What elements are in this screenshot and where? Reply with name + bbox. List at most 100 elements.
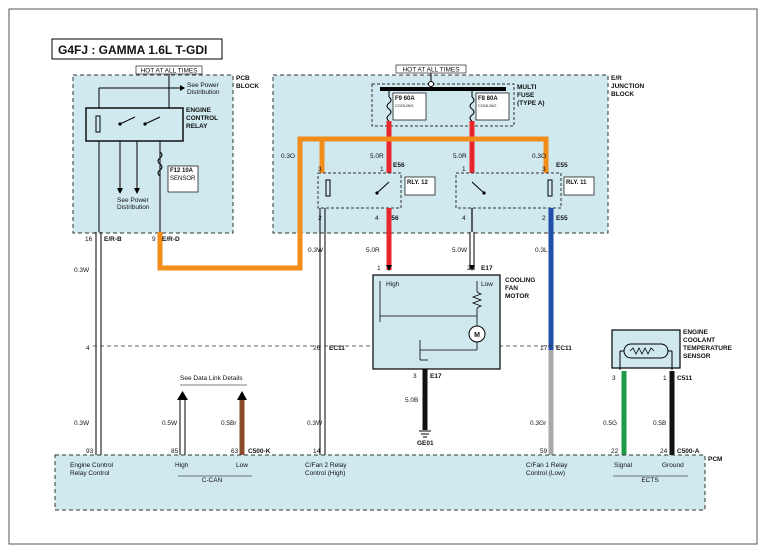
multi-fuse-2: FUSE <box>517 92 535 99</box>
pcm-low: Low <box>236 462 248 469</box>
pcb-block-label-2: BLOCK <box>236 83 259 90</box>
see-power-1b: Distribution <box>187 89 220 96</box>
pcm-block <box>54 454 706 511</box>
fuse-f9 <box>392 92 427 121</box>
wire-label-9: 0.3W <box>74 267 90 274</box>
fuse-f12-label: F12 10A <box>170 168 194 174</box>
fuse-f8 <box>475 92 510 121</box>
motor-symbol: M <box>474 332 480 339</box>
wire-label-1: 0.3O <box>281 153 295 160</box>
fuse-f8-label: F8 80A <box>478 96 498 102</box>
pcm-signal: Signal <box>614 462 633 469</box>
pcm-high: High <box>175 462 189 469</box>
rly12-pin3: 3 <box>318 166 322 173</box>
pcm-ccan: C-CAN <box>202 477 223 484</box>
pin-24: 24 <box>660 448 668 455</box>
fuse-f9-text: COOLING <box>395 103 413 108</box>
pcb-block <box>72 74 234 234</box>
rly11-e55: E55 <box>556 162 568 169</box>
ects-label-1: ENGINE <box>683 329 709 336</box>
conn-c511: C511 <box>677 375 693 382</box>
title-box <box>51 38 223 60</box>
wire-label-8: 0.3L <box>535 247 548 254</box>
fuse-f12-text: SENSOR <box>170 176 196 182</box>
sensor-pin1: 1 <box>663 375 667 382</box>
rly12-e56: E56 <box>393 162 405 169</box>
thermistor-icon <box>629 347 655 355</box>
pin-22: 22 <box>611 448 619 455</box>
pin-59: 59 <box>540 448 548 455</box>
ects-sensor <box>611 329 681 369</box>
motor-label-1: COOLING <box>505 277 535 284</box>
relay-coil-icon <box>95 115 101 133</box>
rly12-pin1: 1 <box>380 166 384 173</box>
wire-label-6: 5.0R <box>366 247 380 254</box>
wire-label-11: 0.5W <box>162 420 178 427</box>
ground-icon <box>419 430 431 438</box>
data-link-label: See Data Link Details <box>180 375 243 382</box>
pin-93: 93 <box>86 448 94 455</box>
page-border <box>8 8 758 545</box>
relay-12 <box>317 172 402 209</box>
engine-control-relay <box>85 107 184 142</box>
pin-4: 4 <box>86 345 90 352</box>
see-power-1a: See Power <box>187 82 220 89</box>
wire-label-2: 5.0R <box>370 153 384 160</box>
wire-label-15: 0.5B <box>653 420 666 427</box>
hot-right-label: HOT AT ALL TIMES <box>402 67 460 74</box>
multi-fuse-1: MULTI <box>517 84 537 91</box>
ects-label-3: TEMPERATURE <box>683 345 733 352</box>
conn-erb: E/R-B <box>104 236 122 243</box>
conn-e17a: E17 <box>481 265 493 272</box>
motor-low: Low <box>481 281 493 288</box>
motor-pin1: 1 <box>377 265 381 272</box>
hot-left-label: HOT AT ALL TIMES <box>140 68 198 75</box>
wire-label-10: 0.3W <box>74 420 90 427</box>
ects-label-4: SENSOR <box>683 353 711 360</box>
cooling-fan-motor <box>372 274 501 370</box>
ecr-label-2: CONTROL <box>186 115 218 122</box>
fuse-f12 <box>167 165 199 193</box>
pcb-block-label-1: PCB <box>236 75 250 82</box>
wire-label-w5b: 0.3W <box>307 420 323 427</box>
diagram-title: G4FJ : GAMMA 1.6L T-GDI <box>58 43 207 57</box>
pcm-ground: Ground <box>662 462 684 469</box>
rly12-e56b: E56 <box>387 215 399 222</box>
motor-high: High <box>386 281 400 288</box>
pcm-ecr-2: Relay Control <box>70 470 110 477</box>
er-label-2: JUNCTION <box>611 83 645 90</box>
ecr-label-1: ENGINE <box>186 107 212 114</box>
rly11-e55b: E55 <box>556 215 568 222</box>
see-power-2a: See Power <box>117 197 150 204</box>
fuse-f8-text: COOLING <box>478 103 496 108</box>
wire-label-7: 5.0W <box>452 247 468 254</box>
pcm-fan1-1: C/Fan 1 Relay <box>526 462 568 469</box>
pin-85: 85 <box>171 448 179 455</box>
pcm-fan2-1: C/Fan 2 Relay <box>305 462 347 469</box>
wire-label-12: 0.5Br <box>221 420 237 427</box>
pcm-ects: ECTS <box>641 477 659 484</box>
bus-bar <box>380 87 506 91</box>
ects-label-2: COOLANT <box>683 337 715 344</box>
motor-label-3: MOTOR <box>505 293 529 300</box>
pin-9: 9 <box>152 236 156 243</box>
conn-ec11a: EC11 <box>329 345 345 352</box>
er-label-1: E/R <box>611 75 622 82</box>
pin-14: 14 <box>313 448 321 455</box>
rly12-pin4: 4 <box>375 215 379 222</box>
wire-orange <box>157 136 549 271</box>
conn-pcm: PCM <box>708 456 722 463</box>
rly11-pin3: 3 <box>542 166 546 173</box>
motor-pin3: 3 <box>413 373 417 380</box>
wire-label-5: 0.3W <box>308 247 324 254</box>
wire-label-4: 0.3O <box>532 153 546 160</box>
motor-symbol-icon <box>468 325 486 343</box>
motor-pin2: 2 <box>467 265 471 272</box>
conn-ge01: GE01 <box>417 440 434 447</box>
conn-e17b: E17 <box>430 373 442 380</box>
pin-16: 16 <box>85 236 93 243</box>
multi-fuse-box <box>371 83 515 127</box>
ecr-label-3: RELAY <box>186 123 208 130</box>
rly11-label: RLY. 11 <box>566 180 587 186</box>
wire-label-13: 0.3Gr <box>530 420 547 427</box>
